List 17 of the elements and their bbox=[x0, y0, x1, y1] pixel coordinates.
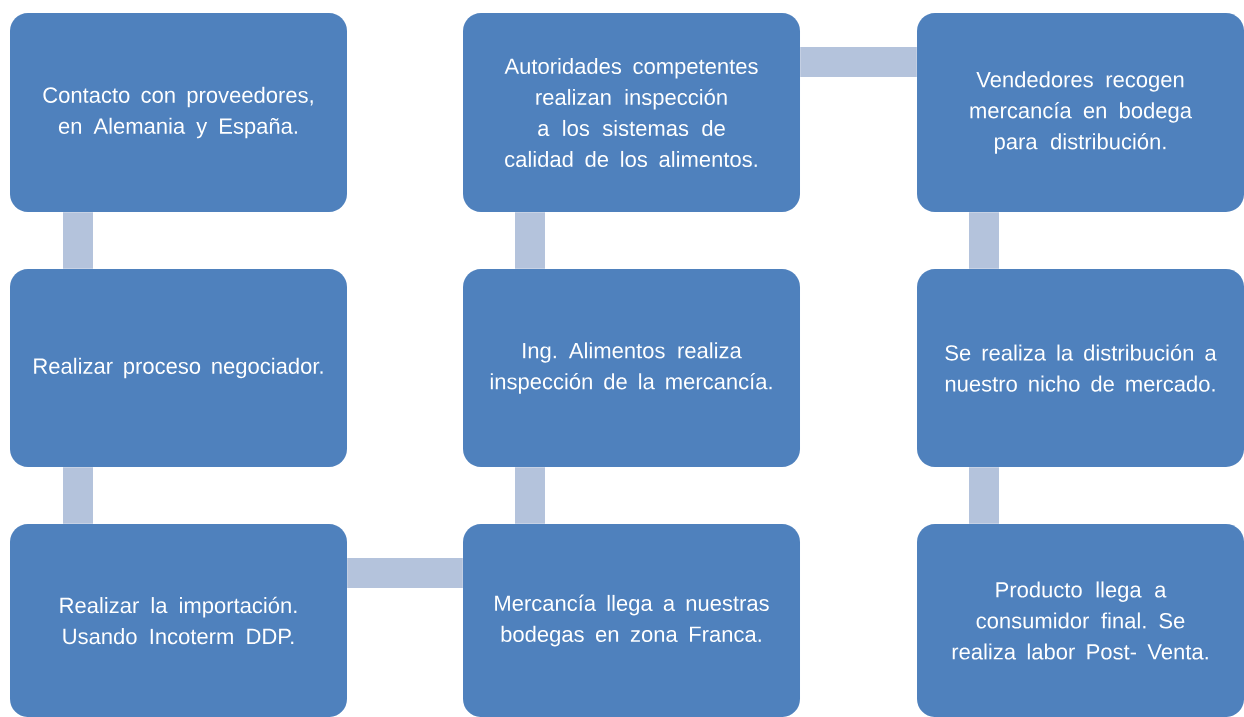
connector-bar bbox=[347, 558, 463, 588]
process-box: Se realiza la distribución a nuestro nicho de mercado. bbox=[917, 269, 1244, 467]
process-box: Contacto con proveedores, en Alemania y España. bbox=[10, 13, 347, 212]
connector-bar bbox=[63, 467, 93, 524]
process-box: Autoridades competentes realizan inspección a los sistemas de calidad de los alimentos. bbox=[463, 13, 800, 212]
connector-bar bbox=[800, 47, 917, 77]
process-box: Producto llega a consumidor final. Se realiza labor Post- Venta. bbox=[917, 524, 1244, 717]
connector-bar bbox=[969, 467, 999, 524]
connector-bar bbox=[969, 212, 999, 269]
process-box: Realizar la importación. Usando Incoterm DDP. bbox=[10, 524, 347, 717]
connector-bar bbox=[515, 467, 545, 524]
connector-bar bbox=[63, 212, 93, 269]
process-box: Ing. Alimentos realiza inspección de la mercancía. bbox=[463, 269, 800, 467]
process-box: Vendedores recogen mercancía en bodega para distribución. bbox=[917, 13, 1244, 212]
process-box: Realizar proceso negociador. bbox=[10, 269, 347, 467]
process-box: Mercancía llega a nuestras bodegas en zona Franca. bbox=[463, 524, 800, 717]
connector-bar bbox=[515, 212, 545, 269]
